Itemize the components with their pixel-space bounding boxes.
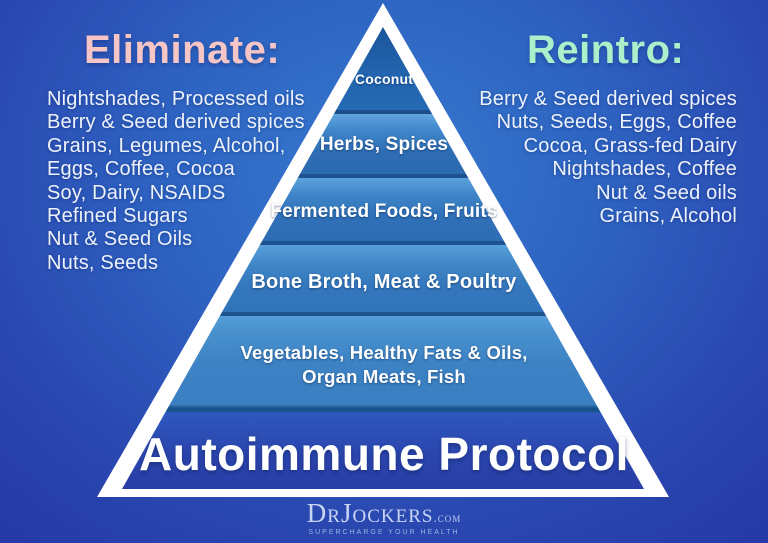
reintro-heading: Reintro: — [527, 28, 685, 72]
pyramid-title: Autoimmune Protocol — [139, 428, 629, 480]
vegetables-label-line1: Vegetables, Healthy Fats & Oils, — [240, 342, 528, 363]
level-divider — [122, 312, 644, 316]
reintro-list: Berry & Seed derived spices Nuts, Seeds,… — [479, 88, 737, 228]
bone-broth-label: Bone Broth, Meat & Poultry — [251, 271, 517, 293]
eliminate-heading: Eliminate: — [84, 28, 281, 72]
vegetables-label-line2: Organ Meats, Fish — [302, 366, 466, 387]
reintro-item: Cocoa, Grass-fed Dairy — [523, 134, 737, 157]
eliminate-item: Nut & Seed Oils — [47, 228, 193, 251]
level-divider — [122, 110, 644, 114]
level-divider — [122, 241, 644, 245]
eliminate-item: Nuts, Seeds — [47, 251, 159, 274]
eliminate-list: Nightshades, Processed oils Berry & Seed… — [47, 88, 305, 275]
reintro-item: Berry & Seed derived spices — [479, 88, 737, 110]
fermented-foods-label: Fermented Foods, Fruits — [270, 201, 498, 222]
level-divider — [122, 404, 644, 412]
brand-logo-name: DrJockers — [306, 498, 434, 528]
eliminate-item: Eggs, Coffee, Cocoa — [47, 158, 235, 181]
eliminate-item: Grains, Legumes, Alcohol, — [47, 134, 286, 157]
eliminate-item: Nightshades, Processed oils — [47, 88, 305, 110]
coconut-label: Coconut — [354, 71, 414, 87]
brand-tagline: SUPERCHARGE YOUR HEALTH — [308, 529, 460, 536]
reintro-item: Nuts, Seeds, Eggs, Coffee — [496, 111, 737, 134]
eliminate-item: Soy, Dairy, NSAIDS — [47, 181, 226, 204]
eliminate-item: Berry & Seed derived spices — [47, 111, 305, 134]
pyramid-base-section — [122, 412, 644, 489]
reintro-item: Nut & Seed oils — [596, 181, 737, 204]
brand-logo: DrJockers.com SUPERCHARGE YOUR HEALTH — [0, 500, 768, 537]
reintro-item: Nightshades, Coffee — [552, 158, 737, 181]
level-divider — [122, 174, 644, 178]
reintro-item: Grains, Alcohol — [599, 205, 737, 228]
eliminate-item: Refined Sugars — [47, 205, 188, 228]
vegetables-label: Vegetables, Healthy Fats & Oils, Organ M… — [0, 341, 768, 389]
brand-logo-domain: .com — [433, 510, 462, 525]
brand-logo-text: DrJockers.com — [0, 500, 768, 527]
herbs-spices-label: Herbs, Spices — [319, 134, 449, 155]
